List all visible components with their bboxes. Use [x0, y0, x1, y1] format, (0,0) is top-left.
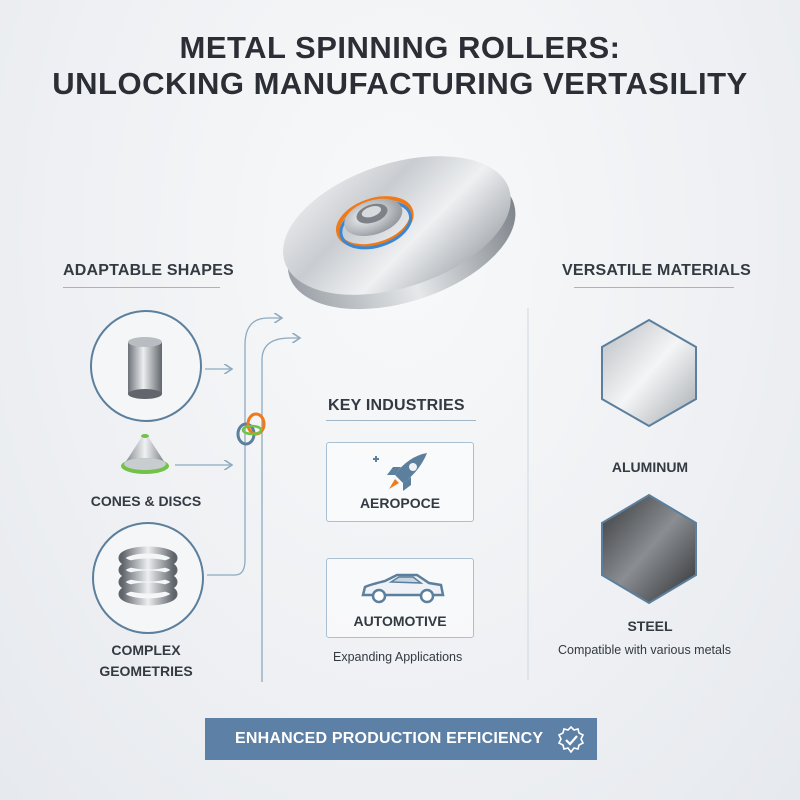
- automotive-label: AUTOMOTIVE: [353, 613, 447, 629]
- center-heading-rule: [326, 420, 476, 421]
- versatile-materials-heading: VERSATILE MATERIALS: [562, 262, 751, 279]
- rocket-icon: [373, 453, 427, 491]
- steel-swatch-icon: [601, 493, 697, 605]
- complex-geometries-line1: COMPLEX: [111, 642, 181, 658]
- chain-rings-icon: [236, 412, 266, 446]
- cone-disc-icon: [121, 432, 169, 474]
- right-heading-rule: [574, 287, 734, 288]
- cones-discs-label: CONES & DISCS: [90, 493, 202, 509]
- adaptable-shapes-heading: ADAPTABLE SHAPES: [63, 262, 234, 279]
- efficiency-banner: ENHANCED PRODUCTION EFFICIENCY: [205, 718, 597, 760]
- compatible-metals-text: Compatible with various metals: [558, 643, 731, 657]
- coil-icon: [118, 546, 178, 606]
- expanding-applications-text: Expanding Applications: [333, 650, 463, 664]
- aluminum-swatch-icon: [601, 318, 697, 428]
- complex-geometries-label: COMPLEX GEOMETRIES: [66, 640, 226, 682]
- aluminum-label: ALUMINUM: [611, 459, 689, 475]
- key-industries-heading: KEY INDUSTRIES: [328, 397, 465, 414]
- shape-circle-coil: [92, 522, 204, 634]
- left-heading-rule: [63, 287, 220, 288]
- car-icon: [361, 573, 445, 604]
- cylinder-icon: [128, 337, 162, 399]
- steel-label: STEEL: [627, 618, 673, 634]
- spinning-roller-image: [283, 156, 516, 310]
- efficiency-banner-text: ENHANCED PRODUCTION EFFICIENCY: [235, 730, 544, 747]
- page-title-line1: METAL SPINNING ROLLERS:: [179, 30, 621, 65]
- aerospace-label: AEROPOCE: [359, 495, 441, 511]
- page-title-line2: UNLOCKING MANUFACTURING VERTASILITY: [52, 66, 748, 101]
- complex-geometries-line2: GEOMETRIES: [99, 663, 193, 679]
- industry-card-aerospace: AEROPOCE: [326, 442, 474, 522]
- badge-check-icon: [557, 726, 585, 754]
- shape-circle-cylinder: [90, 310, 202, 422]
- page-title: METAL SPINNING ROLLERS: UNLOCKING MANUFA…: [0, 30, 800, 102]
- industry-card-automotive: AUTOMOTIVE: [326, 558, 474, 638]
